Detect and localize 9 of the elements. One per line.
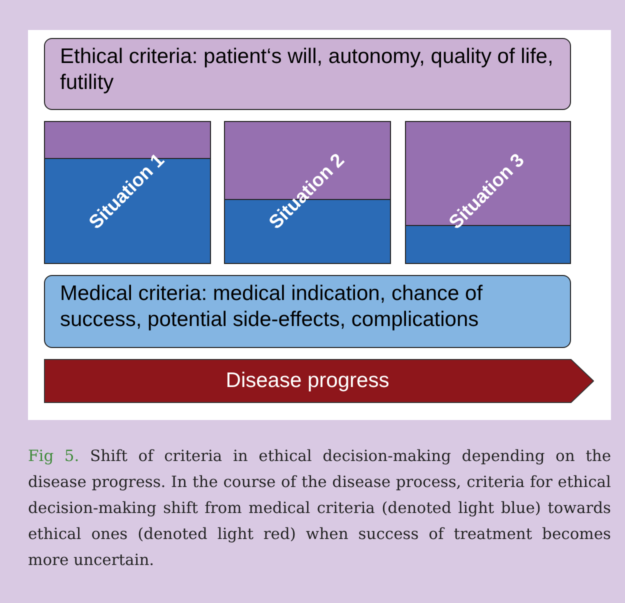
situation-box — [405, 121, 571, 264]
criteria-box — [44, 275, 571, 348]
criteria-text: Ethical criteria: patient‘s will, autonomy, quality of life, futility — [60, 44, 554, 96]
situation-box — [44, 121, 211, 264]
figure-caption: Fig 5. Shift of criteria in ethical decision-making depending on the disease progress. In the course of the disease process, criteria for ethical decision-making shift from medical criteria (denoted light blue) towards ethical ones (denoted light red) when success of treatment becomes more uncertain. — [28, 446, 611, 571]
situation-box — [224, 121, 391, 264]
criteria-text: Medical criteria: medical indication, chance of success, potential side-effects, complications — [60, 281, 484, 333]
criteria-box — [44, 38, 571, 110]
arrow-label: Disease progress — [226, 368, 390, 394]
